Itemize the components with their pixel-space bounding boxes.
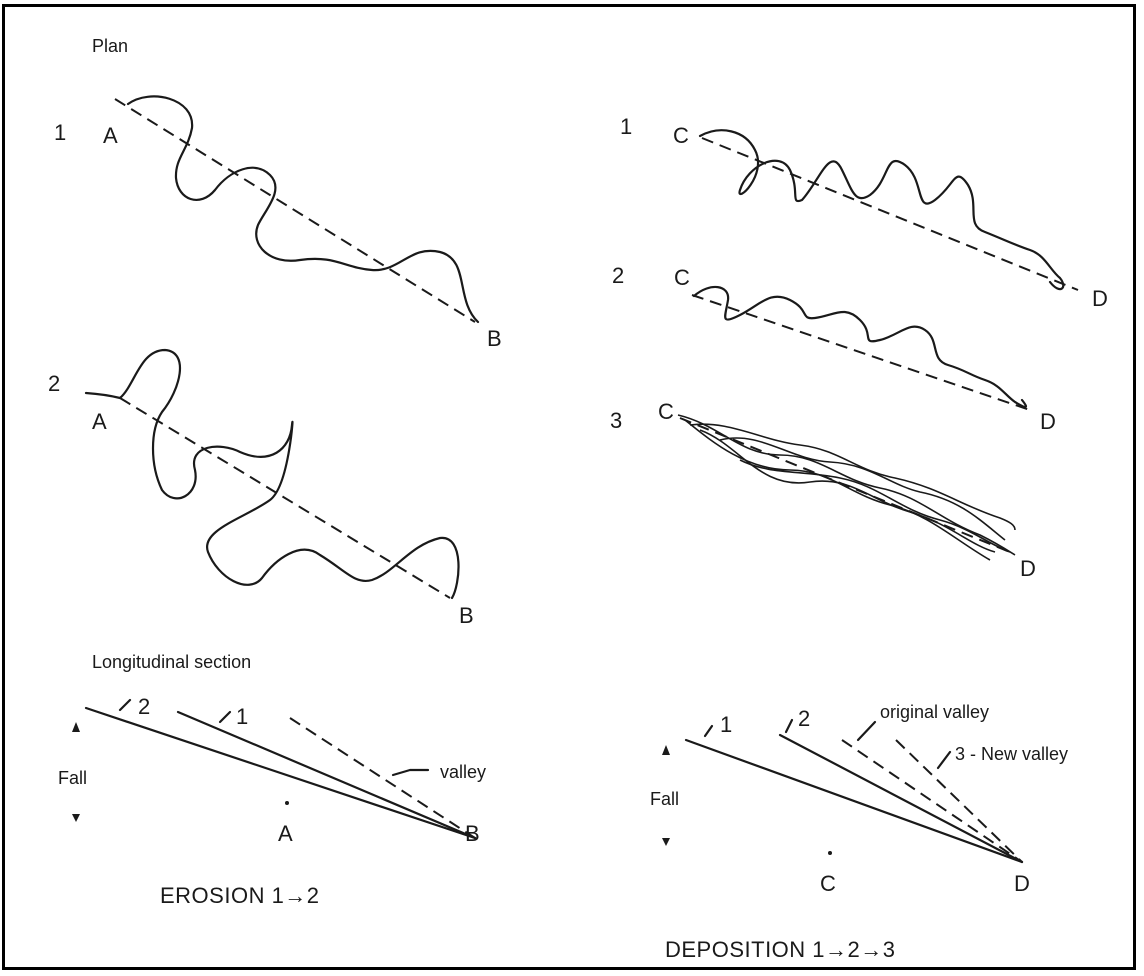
deposition-valley-axis-2 — [691, 294, 1031, 411]
deposition-profile-1-tick — [703, 724, 714, 738]
deposition-stage-2-number: 2 — [612, 263, 624, 288]
deposition-stream-2 — [692, 286, 1028, 409]
deposition-profile-1-line — [684, 738, 1024, 864]
deposition-original-valley-line — [841, 739, 1023, 863]
erosion-fall-arrow — [72, 722, 80, 822]
erosion-profile-1-tick — [218, 710, 232, 724]
deposition-new-valley-leader — [936, 750, 952, 770]
deposition-section-c-label: C — [820, 871, 836, 896]
erosion-stream-2 — [84, 348, 460, 600]
erosion-profile-2-tick — [118, 698, 132, 712]
plan-label: Plan — [92, 36, 128, 56]
deposition-original-valley-leader — [856, 720, 877, 742]
erosion-valley-label: valley — [440, 762, 486, 782]
deposition-profile-1-label: 1 — [720, 712, 732, 737]
deposition-point-c-3: C — [658, 399, 674, 424]
deposition-point-d-1: D — [1092, 286, 1108, 311]
erosion-section-b-label: B — [465, 821, 480, 846]
erosion-stage-2-number: 2 — [48, 371, 60, 396]
deposition-fall-arrow — [662, 745, 670, 846]
erosion-profile-2-label: 2 — [138, 694, 150, 719]
erosion-stage-1-number: 1 — [54, 120, 66, 145]
deposition-new-valley-label: 3 - New valley — [955, 744, 1068, 764]
deposition-stage-3-number: 3 — [610, 408, 622, 433]
deposition-profile-2-label: 2 — [798, 706, 810, 731]
deposition-new-valley-line — [895, 739, 1023, 863]
deposition-point-d-3: D — [1020, 556, 1036, 581]
deposition-profile-2-line — [778, 733, 1024, 864]
deposition-point-d-2: D — [1040, 409, 1056, 434]
erosion-point-a-1: A — [103, 123, 118, 148]
erosion-section-a-label: A — [278, 821, 293, 846]
diagram-frame — [2, 4, 1136, 970]
erosion-profile-1-label: 1 — [236, 704, 248, 729]
erosion-profile-1-line — [176, 710, 477, 840]
deposition-original-valley-label: original valley — [880, 702, 989, 722]
deposition-stream-1 — [698, 129, 1065, 291]
erosion-valley-axis-2 — [119, 397, 451, 599]
erosion-valley-leader — [391, 768, 430, 777]
erosion-fall-label: Fall — [58, 768, 87, 788]
erosion-stream-1 — [126, 95, 480, 324]
longitudinal-label: Longitudinal section — [92, 652, 251, 672]
erosion-section-point-a — [285, 801, 289, 805]
erosion-point-b-2: B — [459, 603, 474, 628]
deposition-stage-1-number: 1 — [620, 114, 632, 139]
deposition-point-c-2: C — [674, 265, 690, 290]
erosion-valley-axis-1 — [114, 98, 476, 323]
deposition-section-d-label: D — [1014, 871, 1030, 896]
deposition-caption: DEPOSITION 1→2→3 — [665, 937, 896, 962]
deposition-section-point-c — [828, 851, 832, 855]
erosion-point-a-2: A — [92, 409, 107, 434]
deposition-point-c-1: C — [673, 123, 689, 148]
deposition-braided-channels — [677, 414, 1016, 561]
deposition-fall-label: Fall — [650, 789, 679, 809]
deposition-profile-2-tick — [784, 718, 794, 734]
erosion-profile-2-line — [84, 706, 477, 840]
erosion-point-b-1: B — [487, 326, 502, 351]
erosion-caption: EROSION 1→2 — [160, 883, 320, 908]
